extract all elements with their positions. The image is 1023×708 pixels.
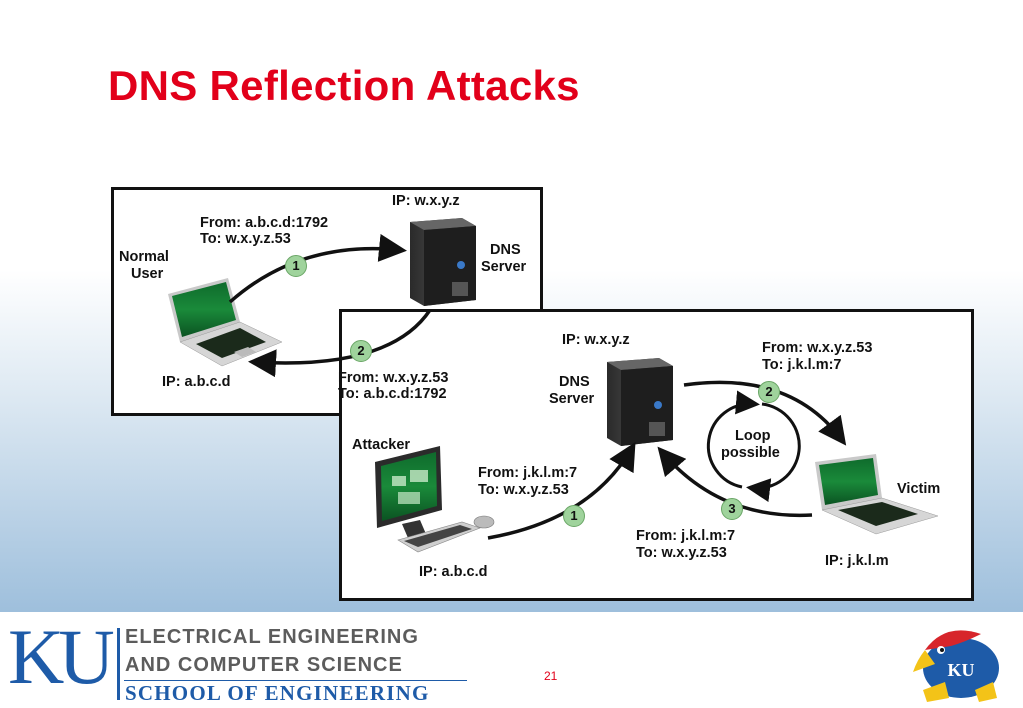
message-from: From: j.k.l.m:7 bbox=[478, 465, 578, 481]
step-badge: 1 bbox=[563, 505, 585, 527]
attacker-label: Attacker bbox=[352, 437, 411, 453]
slide-title: DNS Reflection Attacks bbox=[108, 62, 580, 109]
school-name: SCHOOL OF ENGINEERING bbox=[125, 681, 430, 705]
step-badge: 3 bbox=[721, 498, 743, 520]
dns-server-icon bbox=[607, 358, 673, 446]
laptop-icon bbox=[815, 454, 939, 535]
department-name-line2: AND COMPUTER SCIENCE bbox=[125, 654, 403, 676]
page-number: 21 bbox=[544, 669, 558, 683]
user-label: User bbox=[131, 266, 164, 282]
message-to: To: w.x.y.z.53 bbox=[200, 231, 291, 247]
mascot-text: KU bbox=[948, 660, 975, 680]
jayhawk-mascot-icon: KU bbox=[913, 630, 999, 702]
message-to: To: j.k.l.m:7 bbox=[762, 357, 842, 373]
school-divider bbox=[124, 680, 467, 681]
server-ip-label: IP: w.x.y.z bbox=[562, 332, 630, 348]
attacker-ip-label: IP: a.b.c.d bbox=[419, 564, 488, 580]
message-from: From: w.x.y.z.53 bbox=[338, 370, 449, 386]
victim-ip-label: IP: j.k.l.m bbox=[825, 553, 889, 569]
desktop-computer-icon bbox=[375, 446, 495, 553]
user-ip-label: IP: a.b.c.d bbox=[162, 374, 231, 390]
reflection-attack-diagram-panel bbox=[339, 309, 974, 601]
loop-label: possible bbox=[721, 445, 780, 461]
server-label: Server bbox=[549, 391, 595, 407]
step-badge: 1 bbox=[285, 255, 307, 277]
server-label: Server bbox=[481, 259, 527, 275]
server-label: DNS bbox=[559, 374, 590, 390]
user-label: Normal bbox=[119, 249, 169, 265]
victim-label: Victim bbox=[897, 481, 941, 497]
footer-bar bbox=[0, 612, 1023, 708]
message-from: From: w.x.y.z.53 bbox=[762, 340, 873, 356]
department-name-line1: ELECTRICAL ENGINEERING bbox=[125, 626, 419, 648]
logo-divider bbox=[117, 628, 120, 700]
loop-label: Loop bbox=[735, 428, 771, 444]
server-ip-label: IP: w.x.y.z bbox=[392, 193, 460, 209]
ku-logo: KU bbox=[8, 613, 115, 700]
message-from: From: j.k.l.m:7 bbox=[636, 528, 736, 544]
server-label: DNS bbox=[490, 242, 521, 258]
message-from: From: a.b.c.d:1792 bbox=[200, 215, 329, 231]
step-badge: 2 bbox=[758, 381, 780, 403]
message-to: To: a.b.c.d:1792 bbox=[338, 386, 447, 402]
step-badge: 2 bbox=[350, 340, 372, 362]
message-to: To: w.x.y.z.53 bbox=[478, 482, 569, 498]
laptop-icon bbox=[168, 278, 283, 367]
message-to: To: w.x.y.z.53 bbox=[636, 545, 727, 561]
dns-server-icon bbox=[410, 218, 476, 306]
